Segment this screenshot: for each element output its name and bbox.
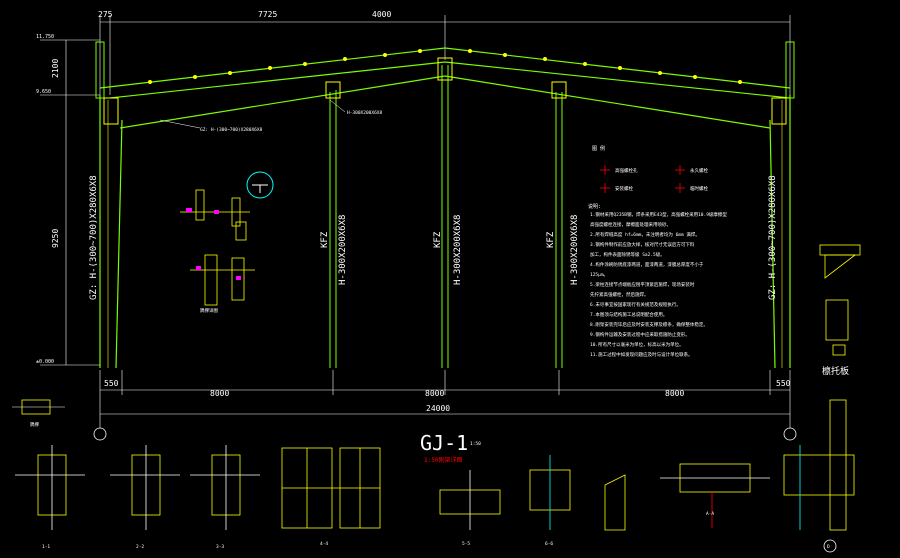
right-detail[interactable] — [819, 244, 861, 356]
legend-item-2: 永久螺栓 — [690, 167, 708, 174]
drawing-title: GJ-1 — [420, 431, 468, 455]
kfz2-label: KFZ — [433, 231, 443, 248]
left-dimension-group — [40, 39, 100, 366]
section-label-3: 3-3 — [216, 544, 224, 550]
dim-8000-c: 8000 — [665, 389, 684, 398]
dim-9250: 9250 — [51, 229, 60, 248]
column-base-detail[interactable] — [783, 399, 855, 531]
note-line: 125μm。 — [590, 272, 608, 278]
dim-550-right: 550 — [776, 379, 791, 388]
beam-label-right: H-300X200X6X8 — [347, 110, 383, 116]
dim-overall: 24000 — [426, 404, 450, 413]
leader-beam-right — [329, 99, 346, 113]
section-label-a: A-A — [706, 511, 714, 517]
beam-label-left: GZ: H-(300~700)X280X6X8 — [200, 127, 263, 133]
note-line: 8.刚架安装完毕后应及时安装支撑及檩条，确保整体稳定。 — [590, 321, 708, 328]
kfz1-size: H-300X200X6X8 — [338, 215, 348, 285]
right-rafter[interactable] — [444, 47, 791, 129]
bottom-dimension-group — [99, 370, 791, 428]
note-line: 9.钢构件运输及安装过程中应采取措施防止变形。 — [590, 331, 690, 338]
small-detail-label: 隅撑详图 — [200, 307, 218, 314]
legend-symbols — [600, 165, 685, 193]
legend-item-4: 临时螺栓 — [690, 185, 708, 192]
drawing-scale: 1:50 — [470, 441, 481, 447]
note-line: 2.所有焊缝高度 hf=6mm，未注明者均为 6mm 满焊。 — [590, 231, 700, 238]
note-line: 11.施工过程中如发现问题应及时与设计单位联系。 — [590, 351, 693, 358]
section-label-yuche: 隅撑 — [30, 421, 39, 428]
notes-heading: 说明: — [588, 203, 601, 210]
note-line: 5.梁柱连接节点端板应刨平顶紧后施焊，现场安装时 — [590, 281, 695, 288]
right-column-label: GZ: H-(300~700)X280X6X8 — [768, 175, 778, 300]
kfz2-size: H-300X200X6X8 — [453, 215, 463, 285]
note-line: 4.构件涂刷防锈底漆两道，面漆两道，漆膜总厚度不小于 — [590, 261, 704, 268]
dim-8000-b: 8000 — [425, 389, 444, 398]
leader-beam-left — [159, 119, 201, 129]
joints — [103, 57, 787, 125]
dim-2100: 2100 — [51, 59, 60, 78]
elev-mark-mid: 9.650 — [36, 89, 51, 95]
grid-bubble-right[interactable] — [783, 427, 797, 441]
dim-7725: 7725 — [258, 10, 277, 19]
dim-4000: 4000 — [372, 10, 391, 19]
legend-item-1: 高强螺栓孔 — [615, 167, 638, 174]
bottom-left-detail[interactable] — [12, 399, 65, 415]
kfz-column-2[interactable] — [441, 65, 449, 368]
section-label-6: 6-6 — [545, 541, 553, 547]
note-line: 7.本图须与结构施工总说明配合使用。 — [590, 311, 667, 318]
note-line: 先拧紧高强螺栓，然后施焊。 — [590, 291, 649, 298]
elev-mark-ground: ±0.000 — [36, 359, 54, 365]
section-a-a[interactable] — [660, 463, 770, 528]
legend-title: 图 例 — [592, 145, 605, 152]
section-4-4[interactable] — [281, 447, 381, 529]
dim-275: 275 — [98, 10, 113, 19]
notes-block: 1.钢材采用Q235B钢，焊条采用E43型，高强螺栓采用10.9级摩擦型 高强度… — [590, 211, 727, 358]
kfz1-label: KFZ — [320, 231, 330, 248]
drawing-subtitle: 1:50刚架详图 — [424, 456, 462, 464]
grid-bubble-left[interactable] — [93, 427, 107, 441]
section-3-3[interactable] — [190, 445, 260, 530]
grid-bubble-a[interactable] — [823, 539, 837, 553]
section-6-6[interactable] — [529, 455, 626, 531]
section-1-1[interactable] — [15, 445, 85, 530]
note-line: 高强度螺栓连接，摩擦面处理采用喷砂。 — [590, 221, 671, 228]
dim-8000-a: 8000 — [210, 389, 229, 398]
kfz3-label: KFZ — [546, 231, 556, 248]
joint-detail-marks — [186, 208, 241, 280]
note-line: 6.未尽事宜按国家现行有关规范及规程执行。 — [590, 301, 681, 308]
note-line: 3.钢构件制作前应放大样，核对尺寸无误后方可下料 — [590, 241, 695, 248]
legend-item-3: 安装螺栓 — [615, 185, 633, 192]
left-rafter[interactable] — [99, 47, 446, 129]
top-dimension-group — [99, 15, 791, 95]
kfz-column-3[interactable] — [555, 92, 563, 368]
left-column[interactable] — [99, 95, 123, 369]
right-detail-title: 檩托板 — [822, 365, 849, 377]
kfz3-size: H-300X200X6X8 — [570, 215, 580, 285]
detail-callout-circle[interactable] — [246, 171, 274, 199]
section-label-2: 2-2 — [136, 544, 144, 550]
right-column[interactable] — [769, 95, 791, 369]
note-line: 10.所有尺寸以毫米为单位，标高以米为单位。 — [590, 341, 684, 348]
section-label-4: 4-4 — [320, 541, 328, 547]
section-2-2[interactable] — [110, 445, 180, 530]
grid-mark-a: D — [827, 544, 830, 550]
dim-550-left: 550 — [104, 379, 119, 388]
section-label-1: 1-1 — [42, 544, 50, 550]
elev-mark-top: 11.750 — [36, 34, 54, 40]
section-label-5: 5-5 — [462, 541, 470, 547]
section-5-5[interactable] — [439, 470, 501, 530]
note-line: 加工，构件表面除锈等级 Sa2.5级。 — [590, 251, 665, 258]
purlins — [148, 49, 742, 84]
kfz-column-1[interactable] — [329, 90, 337, 368]
note-line: 1.钢材采用Q235B钢，焊条采用E43型，高强螺栓采用10.9级摩擦型 — [590, 211, 727, 218]
left-column-label: GZ: H-(300~700)X280X6X8 — [89, 175, 99, 300]
